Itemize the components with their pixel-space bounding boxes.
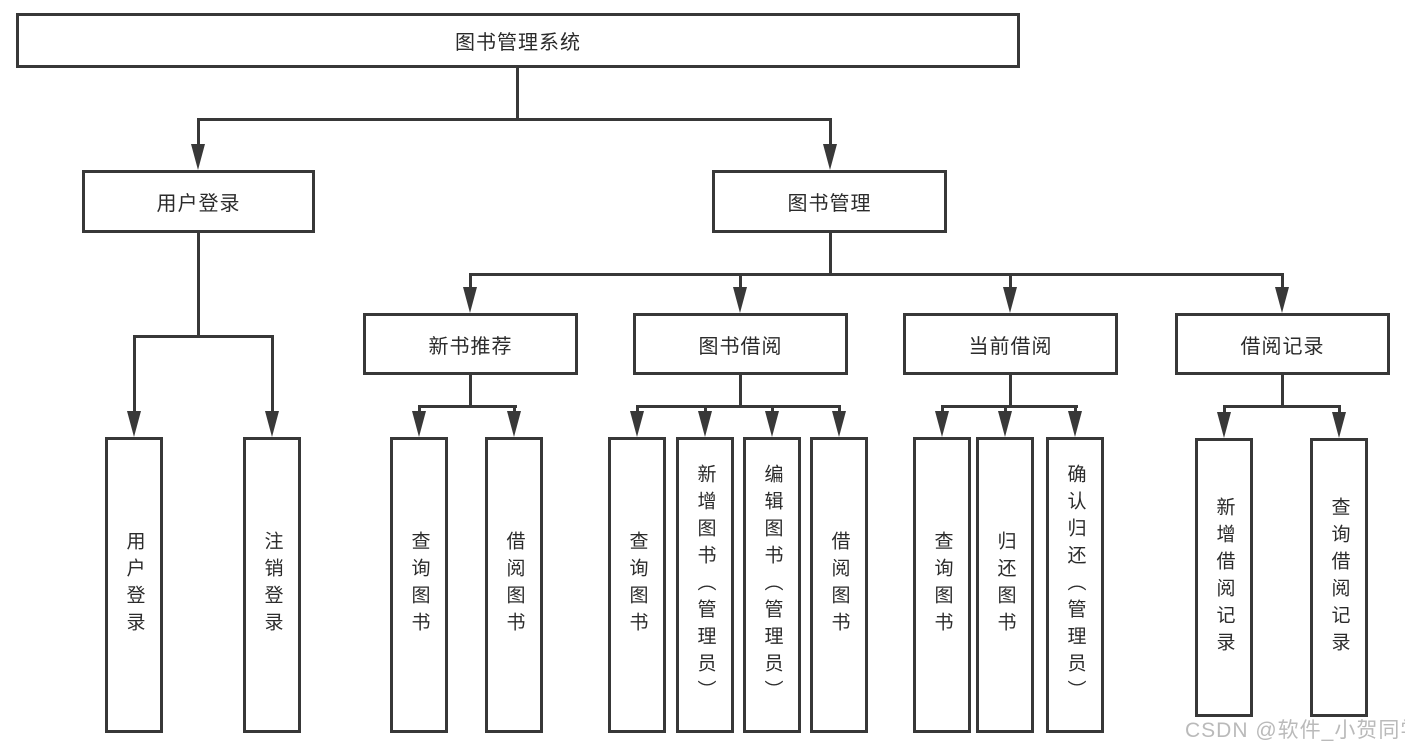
leaf-borrow-borrow-books-label: 借阅图书 xyxy=(828,531,850,639)
node-current-borrow: 当前借阅 xyxy=(903,313,1118,375)
edge-to-new-book xyxy=(469,273,472,289)
edge-book-split xyxy=(469,273,1284,276)
arrow-cb-confirm xyxy=(1068,411,1082,437)
edge-hist-stub xyxy=(1281,375,1284,408)
leaf-newbook-borrow-books-label: 借阅图书 xyxy=(503,531,525,639)
node-book-mgmt-label: 图书管理 xyxy=(787,193,872,215)
leaf-logout-login-label: 注销登录 xyxy=(261,531,283,639)
leaf-borrow-edit-books-admin-label: 编辑图书（管理员） xyxy=(761,463,783,707)
edge-to-borrow-records xyxy=(1281,273,1284,289)
leaf-user-login-label: 用户登录 xyxy=(123,531,145,639)
arrow-cb-query xyxy=(935,411,949,437)
arrow-bb-borrow xyxy=(832,411,846,437)
edge-user-split xyxy=(133,335,274,338)
edge-bb-stub xyxy=(739,375,742,408)
leaf-borrow-query-books: 查询图书 xyxy=(608,437,666,733)
node-borrow-records: 借阅记录 xyxy=(1175,313,1390,375)
edge-book-stub xyxy=(829,233,832,276)
edge-root-stub xyxy=(516,68,519,118)
edge-cb-stub xyxy=(1009,375,1012,408)
arrow-nb-borrow xyxy=(507,411,521,437)
arrow-bb-query xyxy=(630,411,644,437)
leaf-user-login: 用户登录 xyxy=(105,437,163,733)
leaf-current-return-books: 归还图书 xyxy=(976,437,1034,733)
node-book-mgmt: 图书管理 xyxy=(712,170,947,233)
leaf-records-query-record-label: 查询借阅记录 xyxy=(1328,496,1350,659)
edge-to-hist-query xyxy=(1338,405,1341,414)
leaf-borrow-add-books-admin-label: 新增图书（管理员） xyxy=(694,463,716,707)
node-user-login: 用户登录 xyxy=(82,170,315,233)
node-current-borrow-label: 当前借阅 xyxy=(968,335,1053,358)
leaf-records-add-record: 新增借阅记录 xyxy=(1195,438,1253,717)
node-root-label: 图书管理系统 xyxy=(455,32,581,54)
leaf-borrow-borrow-books: 借阅图书 xyxy=(810,437,868,733)
edge-bb-split xyxy=(636,405,841,408)
leaf-borrow-query-books-label: 查询图书 xyxy=(626,531,648,639)
node-borrow-records-label: 借阅记录 xyxy=(1240,335,1325,358)
leaf-current-query-books: 查询图书 xyxy=(913,437,971,733)
edge-newbook-split xyxy=(418,405,517,408)
leaf-logout-login: 注销登录 xyxy=(243,437,301,733)
arrow-user-login xyxy=(191,144,205,170)
node-user-login-label: 用户登录 xyxy=(156,193,241,215)
edge-root-split xyxy=(197,118,832,121)
leaf-current-confirm-return-admin: 确认归还（管理员） xyxy=(1046,437,1104,733)
edge-to-bb-edit xyxy=(771,405,774,413)
node-new-book-recommend: 新书推荐 xyxy=(363,313,578,375)
arrow-bb-add xyxy=(698,411,712,437)
edge-to-bb-add xyxy=(704,405,707,413)
edge-to-user-login xyxy=(197,118,200,146)
edge-to-nb-query xyxy=(418,405,421,413)
leaf-current-return-books-label: 归还图书 xyxy=(994,531,1016,639)
leaf-borrow-edit-books-admin: 编辑图书（管理员） xyxy=(743,437,801,733)
edge-to-book-borrow xyxy=(739,273,742,289)
leaf-records-query-record: 查询借阅记录 xyxy=(1310,438,1368,717)
leaf-newbook-query-books-label: 查询图书 xyxy=(408,531,430,639)
node-book-borrow-label: 图书借阅 xyxy=(698,335,783,358)
edge-user-stub xyxy=(197,233,200,338)
node-root: 图书管理系统 xyxy=(16,13,1020,68)
arrow-hist-query xyxy=(1332,412,1346,438)
csdn-watermark: CSDN @软件_小贺同学 xyxy=(1185,719,1405,742)
edge-to-bb-borrow xyxy=(838,405,841,413)
arrow-book-borrow xyxy=(733,287,747,313)
leaf-current-query-books-label: 查询图书 xyxy=(931,531,953,639)
edge-to-bb-query xyxy=(636,405,639,413)
arrow-borrow-records xyxy=(1275,287,1289,313)
edge-cb-split xyxy=(941,405,1078,408)
edge-to-hist-add xyxy=(1223,405,1226,414)
edge-newbook-stub xyxy=(469,375,472,408)
edge-to-book-mgmt xyxy=(829,118,832,146)
edge-to-leaf-logout xyxy=(271,335,274,413)
arrow-nb-query xyxy=(412,411,426,437)
arrow-leaf-logout xyxy=(265,411,279,437)
edge-to-cb-return xyxy=(1004,405,1007,413)
edge-to-cb-confirm xyxy=(1074,405,1077,413)
edge-to-nb-borrow xyxy=(513,405,516,413)
arrow-current-borrow xyxy=(1003,287,1017,313)
arrow-book-mgmt xyxy=(823,144,837,170)
leaf-records-add-record-label: 新增借阅记录 xyxy=(1213,496,1235,659)
edge-hist-split xyxy=(1223,405,1340,408)
arrow-hist-add xyxy=(1217,412,1231,438)
arrow-new-book xyxy=(463,287,477,313)
node-book-borrow: 图书借阅 xyxy=(633,313,848,375)
arrow-leaf-user-login xyxy=(127,411,141,437)
edge-to-leaf-user-login xyxy=(133,335,136,413)
leaf-current-confirm-return-admin-label: 确认归还（管理员） xyxy=(1064,463,1086,707)
arrow-bb-edit xyxy=(765,411,779,437)
leaf-newbook-borrow-books: 借阅图书 xyxy=(485,437,543,733)
edge-to-current-borrow xyxy=(1009,273,1012,289)
leaf-borrow-add-books-admin: 新增图书（管理员） xyxy=(676,437,734,733)
arrow-cb-return xyxy=(998,411,1012,437)
edge-to-cb-query xyxy=(941,405,944,413)
leaf-newbook-query-books: 查询图书 xyxy=(390,437,448,733)
node-new-book-recommend-label: 新书推荐 xyxy=(428,335,513,358)
